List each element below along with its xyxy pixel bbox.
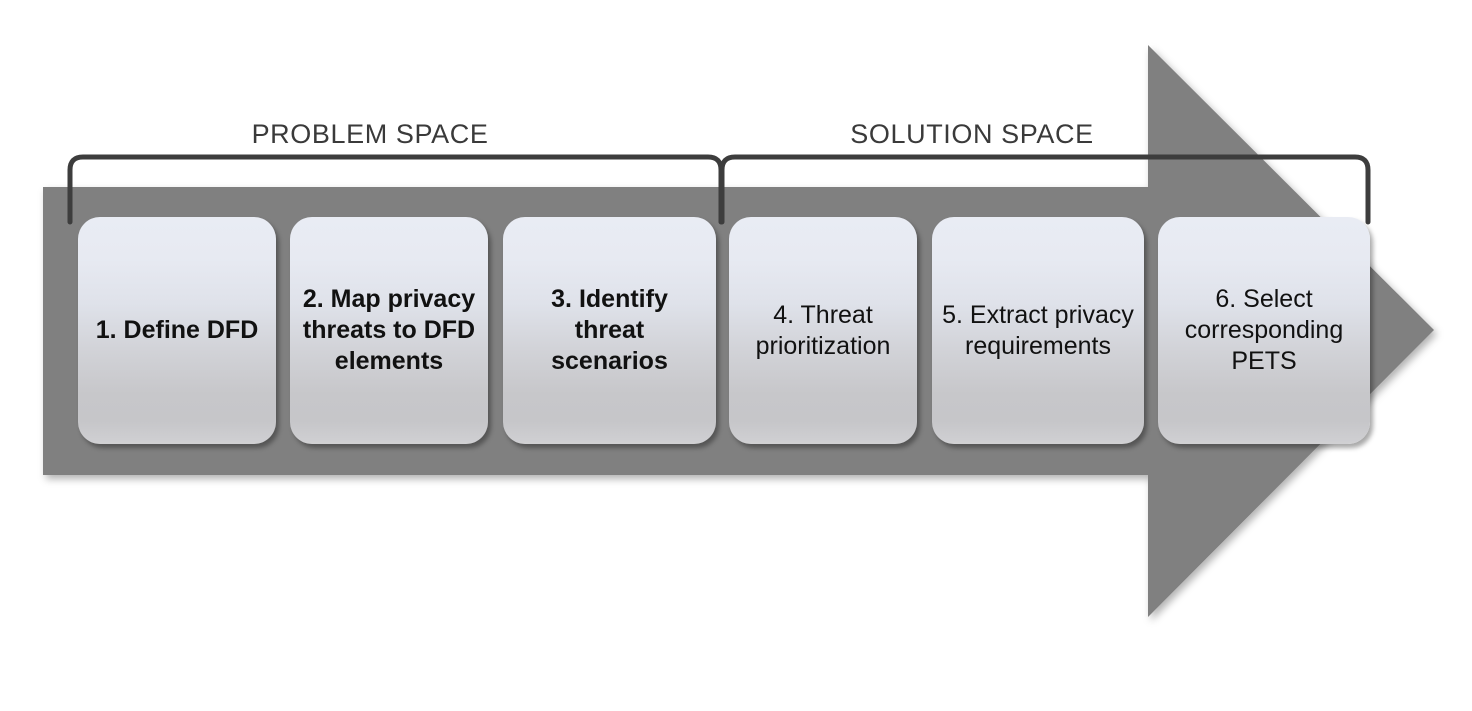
bracket-solution-space — [719, 154, 1371, 225]
step-box-4[interactable]: 4. Threat prioritization — [729, 217, 917, 444]
step-box-3[interactable]: 3. Identify threat scenarios — [503, 217, 716, 444]
group-label-problem-space: PROBLEM SPACE — [251, 119, 489, 149]
group-label-solution-space: SOLUTION SPACE — [850, 119, 1094, 149]
step-label-1: 1. Define DFD — [95, 316, 259, 344]
step-box-5[interactable]: 5. Extract privacy requirements — [932, 217, 1144, 444]
step-box-2[interactable]: 2. Map privacy threats to DFD elements — [290, 217, 488, 444]
step-box-1[interactable]: 1. Define DFD — [78, 217, 276, 444]
step-label-5: 5. Extract privacy requirements — [942, 300, 1134, 360]
step-label-4: 4. Threat prioritization — [755, 300, 891, 360]
step-label-2: 2. Map privacy threats to DFD elements — [302, 285, 476, 375]
step-box-6[interactable]: 6. Select corresponding PETS — [1158, 217, 1370, 444]
step-label-3: 3. Identify threat scenarios — [551, 285, 668, 375]
step-label-6: 6. Select corresponding PETS — [1184, 285, 1344, 375]
